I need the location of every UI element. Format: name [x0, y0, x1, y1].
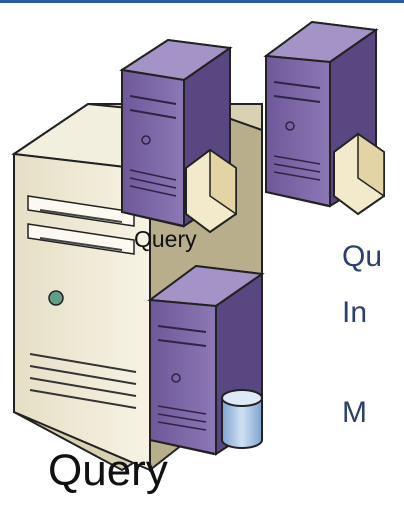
server-label: Query	[134, 226, 197, 252]
top-accent-bar	[0, 0, 404, 3]
side-text-line-3: M	[342, 396, 367, 429]
folder-icon	[333, 132, 385, 216]
database-icon	[221, 389, 263, 449]
folder-icon	[185, 148, 237, 234]
side-text-line-2: In	[342, 296, 368, 329]
side-text-line-1: Qu	[342, 240, 383, 273]
diagram-caption: Query	[48, 446, 168, 495]
